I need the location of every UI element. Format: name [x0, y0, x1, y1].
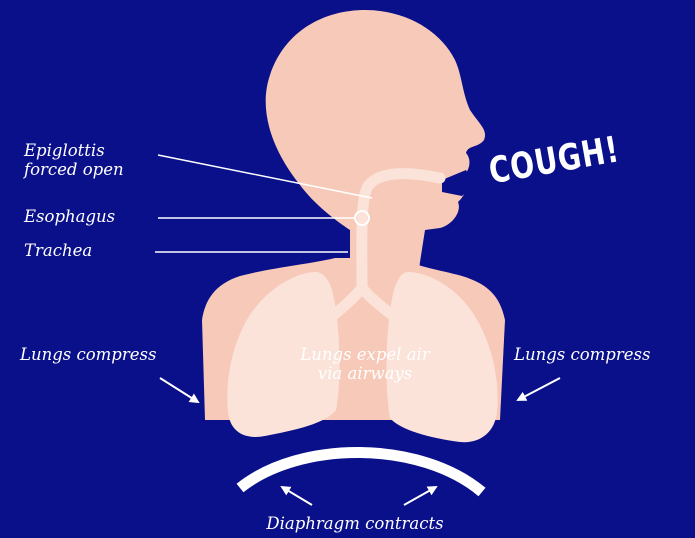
diaphragm-arc	[240, 452, 482, 492]
lungs-expel-label-line1: Lungs expel air	[280, 345, 450, 364]
epiglottis-label-line2: forced open	[24, 160, 124, 179]
arrow-icon	[282, 487, 312, 505]
arrow-icon	[160, 378, 198, 402]
lungs-compress-right-label: Lungs compress	[514, 345, 650, 364]
lungs-expel-label: Lungs expel air via airways	[280, 345, 450, 383]
lungs-expel-label-line2: via airways	[280, 364, 450, 383]
epiglottis-label-line1: Epiglottis	[24, 141, 124, 160]
head-silhouette	[266, 10, 485, 300]
epiglottis-label: Epiglottis forced open	[24, 141, 124, 179]
trachea-label: Trachea	[24, 241, 92, 260]
esophagus-label: Esophagus	[24, 207, 115, 226]
arrow-icon	[404, 487, 436, 505]
diaphragm-label: Diaphragm contracts	[230, 514, 480, 533]
arrow-icon	[518, 378, 560, 400]
lungs-compress-left-label: Lungs compress	[20, 345, 156, 364]
